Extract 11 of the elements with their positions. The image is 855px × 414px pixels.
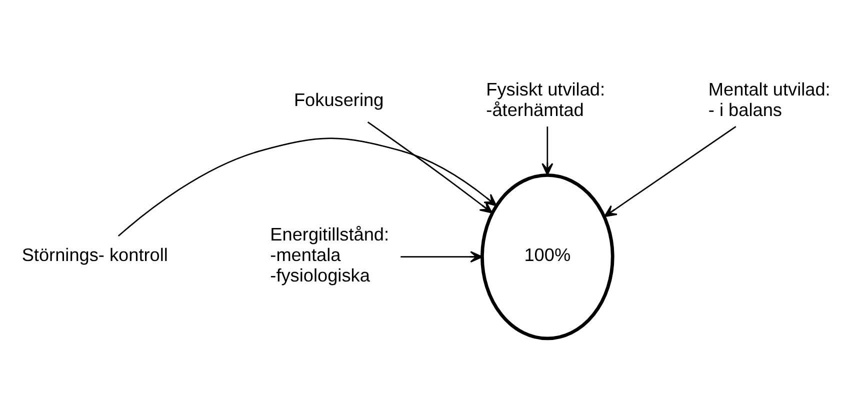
node-text: Fokusering [294,89,384,110]
arrow [118,137,497,236]
arrow [400,250,483,262]
node-text: Störnings- kontroll [22,244,168,265]
node-text: Fysiskt utvilad: -återhämtad [486,79,606,120]
node-text: Energitillstånd: -mentala -fysiologiska [270,224,390,286]
node-text: Mentalt utvilad: - i balans [708,79,830,120]
node-ellipse: 100% [480,172,614,340]
arrow [367,121,493,213]
arrow [542,126,554,176]
arrow [604,125,736,217]
